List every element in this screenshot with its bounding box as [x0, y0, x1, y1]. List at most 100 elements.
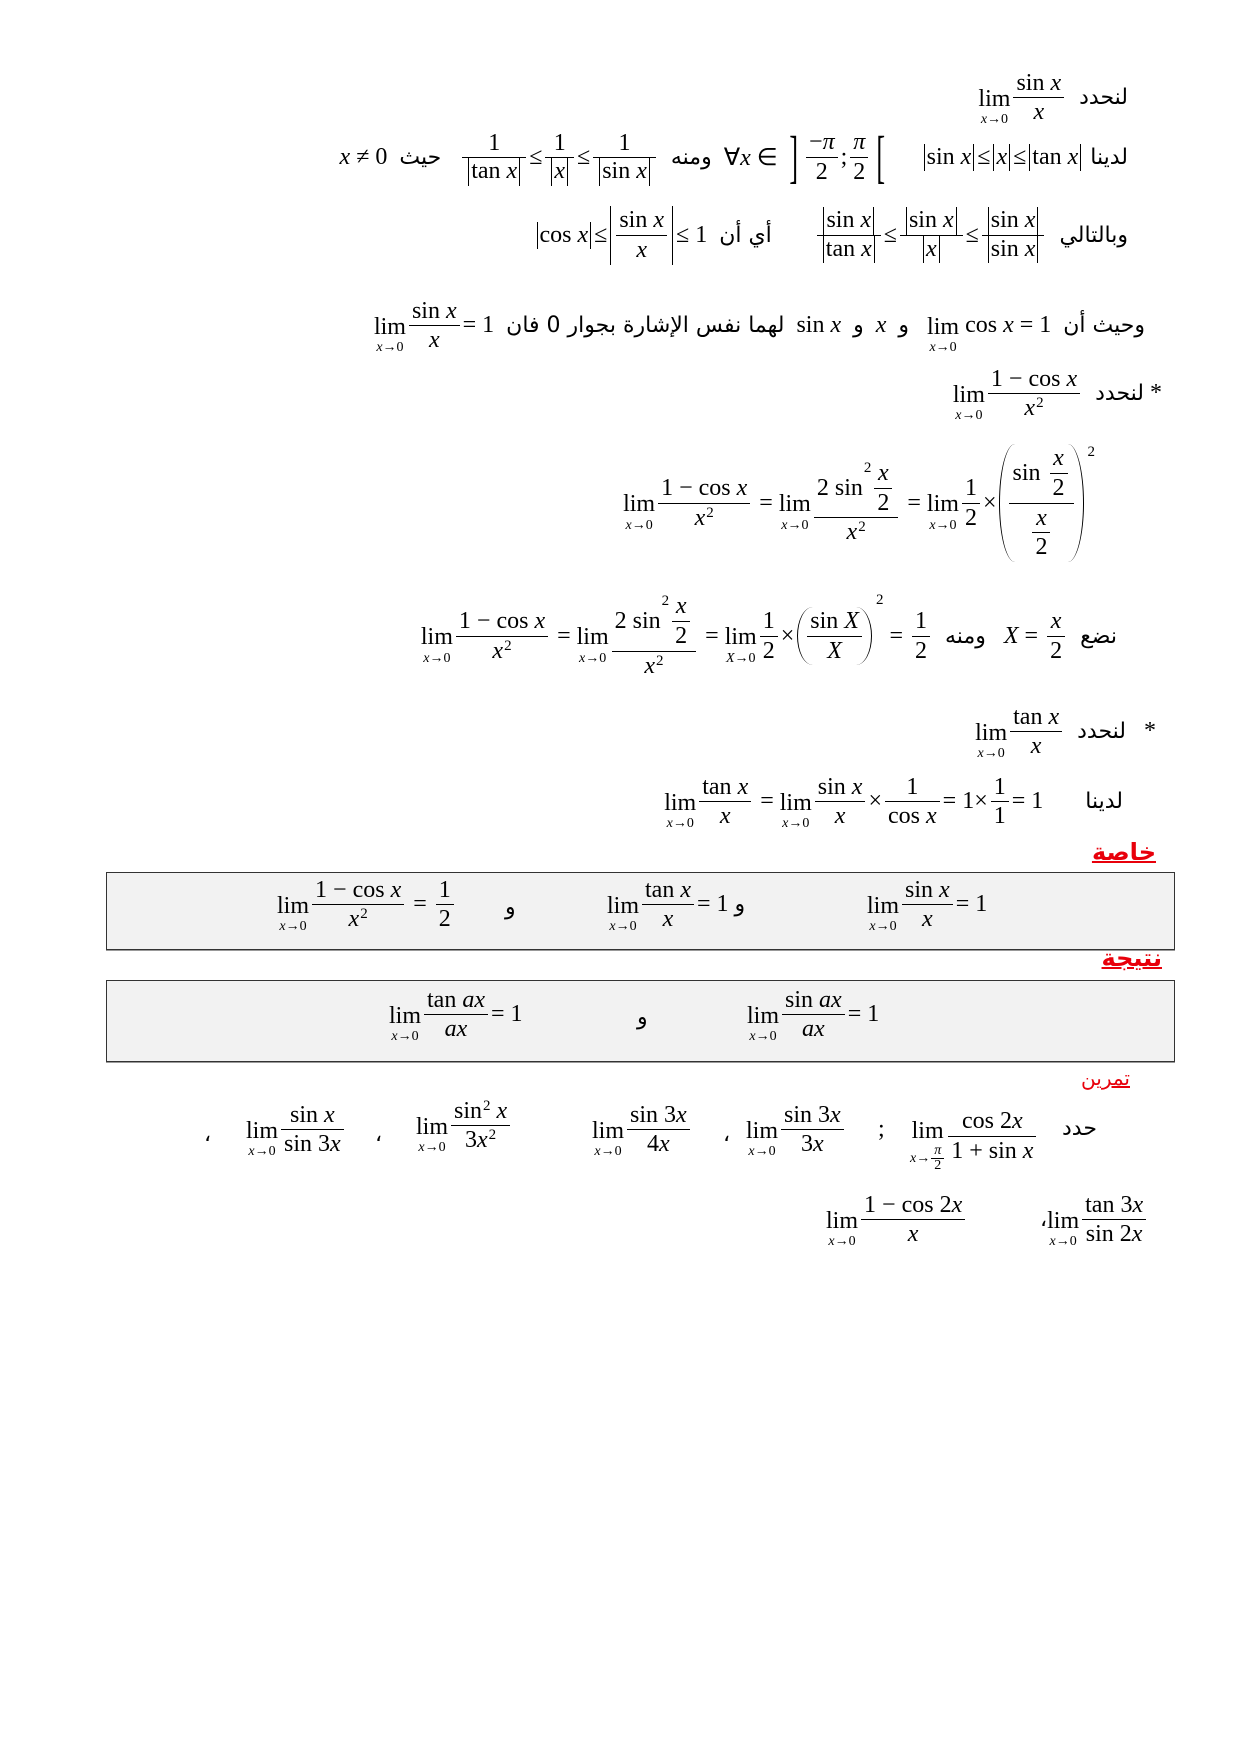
math-text: sin — [1012, 459, 1041, 486]
math-text: 2 — [815, 158, 828, 185]
fraction-bar — [424, 1014, 488, 1016]
fraction-bar — [1049, 472, 1068, 474]
math-text: ax — [444, 1016, 468, 1043]
interval-bracket: ] — [789, 124, 798, 190]
math-text — [1047, 222, 1059, 249]
math-text: = 1× — [942, 788, 988, 815]
fraction-numerator: tan x — [1010, 703, 1062, 732]
limit-subscript: x→0 — [749, 1029, 776, 1044]
fraction-bar — [455, 635, 549, 637]
separator: ; — [878, 1116, 885, 1143]
lim-label: lim — [373, 314, 406, 340]
math-text: sin x — [817, 773, 863, 800]
math-text: x→0 — [980, 112, 1009, 128]
math-text — [1065, 718, 1077, 745]
fraction-bar — [672, 620, 691, 622]
limit-subscript: x→0 — [667, 816, 694, 831]
math-text: 1 — [906, 773, 919, 800]
math-text: × — [868, 788, 882, 815]
lim-label: lim — [746, 1118, 779, 1144]
math-text: ; — [840, 143, 848, 170]
math-text: tan 3x — [1085, 1191, 1144, 1218]
math-text — [1043, 788, 1085, 815]
fraction-denominator: 2 — [1050, 474, 1068, 503]
math-text: 1 − cos x — [315, 876, 402, 903]
math-text: 2 — [915, 637, 928, 664]
lim-label: lim — [724, 624, 757, 651]
fraction-bar — [990, 801, 1009, 803]
math-text: = — [551, 622, 577, 649]
math-text: 2 sin — [614, 607, 661, 634]
math-text: 2 — [853, 158, 866, 185]
math-text: = — [901, 489, 927, 516]
fraction-bar — [806, 156, 838, 158]
fraction-denominator: x — [815, 802, 866, 831]
math-text: sin x — [990, 235, 1036, 262]
fraction-bar — [312, 904, 405, 906]
fraction-denominator: cos x — [885, 802, 940, 831]
math-text: x — [996, 143, 1008, 170]
absolute-value: tan x — [468, 158, 521, 186]
math-text: x — [554, 158, 566, 185]
math-text: sin x — [796, 312, 842, 339]
math-text: sin x — [990, 207, 1036, 234]
math-text: ≤ — [577, 143, 591, 170]
math-text: π — [853, 129, 866, 155]
math-text: sin x — [908, 207, 954, 234]
math-text: x — [1024, 395, 1036, 422]
math-text: x→0 — [748, 1144, 776, 1160]
math-text: ax — [802, 1016, 825, 1043]
limit-subscript: x→0 — [782, 816, 809, 831]
superscript: 2 — [863, 459, 872, 476]
math-text: x — [1053, 445, 1064, 471]
fraction-numerator: 1 — [436, 876, 454, 905]
math-text: ≤ — [883, 221, 897, 248]
arabic-text: أي أن — [719, 222, 772, 248]
math-text: 2 — [438, 906, 451, 933]
fraction-numerator: 1 − cos x — [988, 365, 1080, 394]
fraction-numerator: x — [874, 459, 892, 488]
lim-label: lim — [623, 491, 656, 518]
fraction-bar — [462, 157, 527, 159]
limit-subscript: X→0 — [726, 651, 756, 666]
fraction-bar — [627, 1129, 690, 1131]
math-text: x→0 — [248, 1144, 276, 1160]
fraction-denominator: x — [409, 326, 460, 355]
arabic-text: ، — [204, 1122, 212, 1147]
fraction-denominator: 2 — [874, 489, 892, 518]
fraction-denominator: sin 3x — [281, 1130, 344, 1159]
math-text: 1 − cos 2x — [864, 1191, 963, 1218]
fraction-bar — [961, 502, 980, 504]
fraction-denominator: X — [807, 637, 862, 666]
math-text: = 1 — [955, 891, 988, 918]
math-text: x→0 — [279, 919, 307, 935]
fraction-numerator: 1 − cos 2x — [861, 1191, 965, 1220]
lim-label: lim — [978, 86, 1011, 112]
math-text: x — [846, 519, 858, 546]
arabic-text: ، — [723, 1122, 731, 1147]
fraction-numerator: π — [931, 1144, 944, 1158]
lim-label: lim — [911, 1118, 944, 1144]
